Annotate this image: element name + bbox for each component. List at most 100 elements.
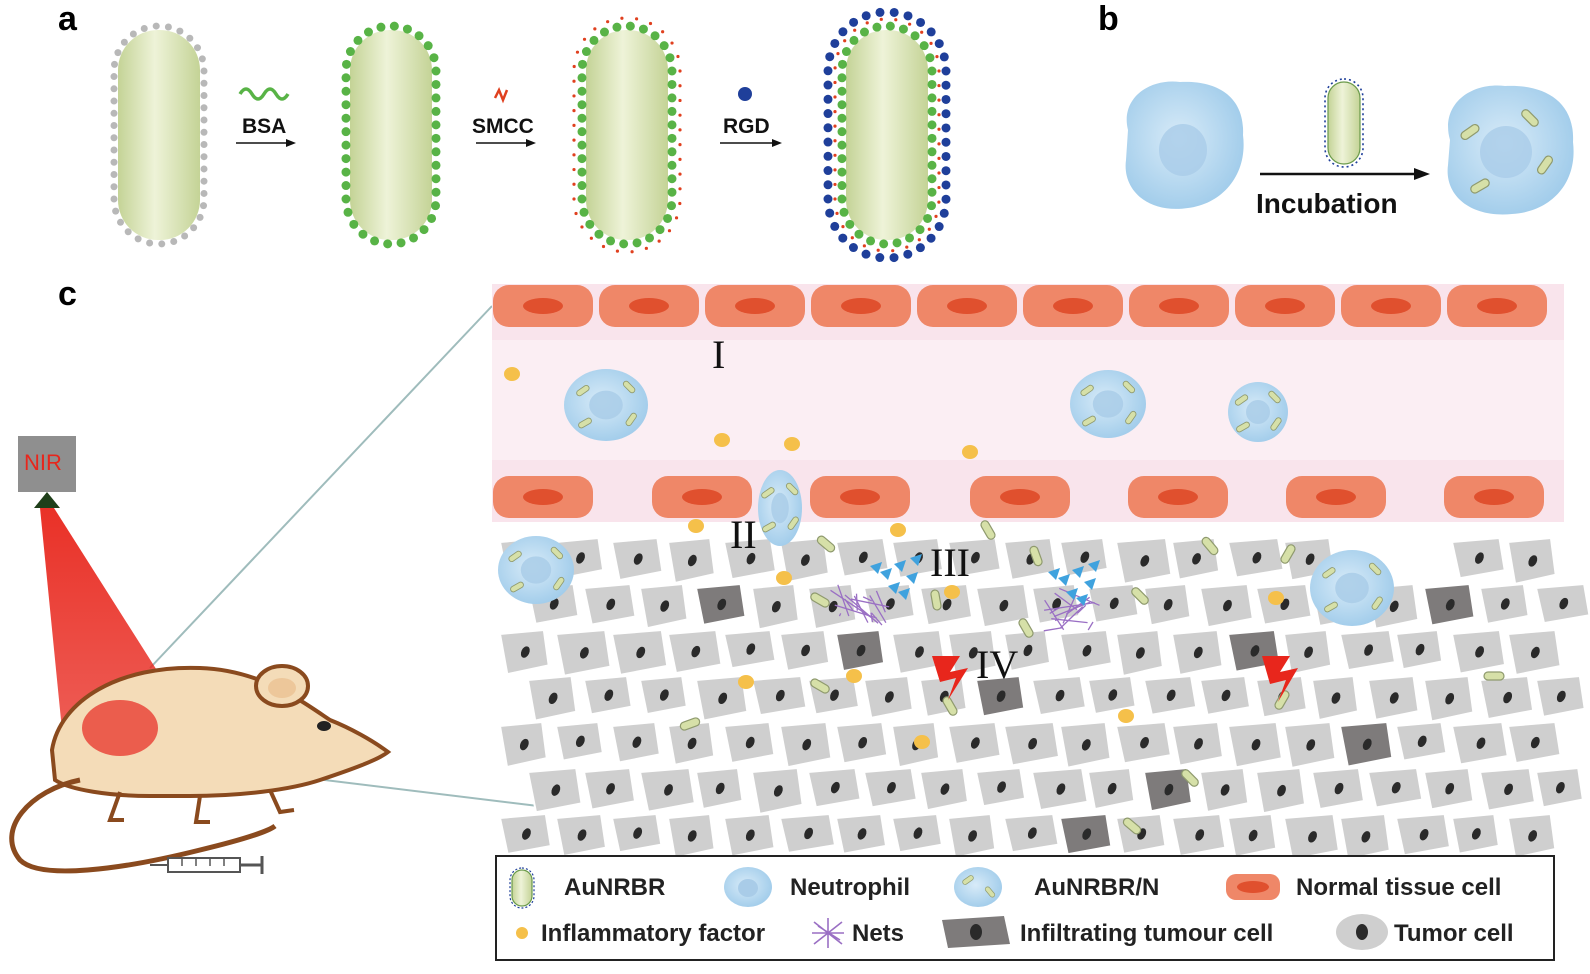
legend-icon-inflammatory-factor xyxy=(516,927,528,939)
bare-surface-dot xyxy=(200,140,208,148)
cell-nucleus xyxy=(1223,599,1232,612)
bsa-dot xyxy=(577,181,587,191)
bare-surface-dot xyxy=(164,23,172,31)
panel-c-letter: c xyxy=(58,275,77,313)
neutrophil-nucleus xyxy=(520,556,552,584)
cell-nucleus xyxy=(1528,555,1538,567)
smcc-linker xyxy=(580,225,584,229)
smcc-linker xyxy=(572,94,576,98)
cell-nucleus xyxy=(1053,298,1093,314)
smcc-linker xyxy=(894,18,898,22)
neutrophil-fragment xyxy=(1088,560,1100,572)
panel-a: a BSA SMCC RGD xyxy=(58,0,951,263)
rgd-dot xyxy=(941,123,951,133)
bare-surface-dot xyxy=(200,104,208,112)
cell-nucleus xyxy=(717,598,727,611)
bsa-dot xyxy=(837,127,847,137)
nets-fiber xyxy=(1062,595,1077,624)
legend-icon-aunrbr-n xyxy=(954,867,1002,907)
smcc-linker xyxy=(937,171,941,175)
smcc-linker xyxy=(657,239,661,243)
bare-surface-dot xyxy=(110,97,118,105)
bare-surface-dot xyxy=(193,44,201,52)
bare-surface-dot xyxy=(196,213,204,221)
bsa-dot xyxy=(837,167,847,177)
bsa-dot xyxy=(414,31,424,41)
bsa-dot xyxy=(925,53,935,63)
bsa-dot xyxy=(927,201,937,211)
neutrophil-fragment xyxy=(880,568,892,580)
cell-nucleus xyxy=(1331,692,1341,704)
smcc-linker xyxy=(678,187,682,191)
nets-fiber xyxy=(1058,587,1100,606)
cell-nucleus xyxy=(1556,690,1566,703)
tumor-irradiation-spot xyxy=(82,700,158,756)
bsa-dot xyxy=(341,194,351,204)
smcc-linker xyxy=(678,98,682,103)
bsa-dot xyxy=(665,53,675,63)
bare-surface-dot xyxy=(200,91,208,99)
bsa-dot xyxy=(667,79,677,89)
cell-nucleus xyxy=(520,646,530,658)
cell-nucleus xyxy=(940,783,950,795)
bsa-dot xyxy=(625,21,635,31)
cell-nucleus xyxy=(856,644,866,657)
stage-label-4: IV xyxy=(976,642,1018,687)
inflammatory-factor xyxy=(846,669,862,683)
smcc-linker xyxy=(678,201,682,206)
bare-surface-dot xyxy=(140,24,148,32)
lightning-icon xyxy=(932,656,1298,702)
cell-nucleus xyxy=(1305,553,1315,565)
bsa-dot xyxy=(667,106,677,116)
cell-nucleus xyxy=(1500,598,1510,610)
rgd-dot xyxy=(903,249,913,259)
bare-surface-dot xyxy=(110,134,118,142)
bsa-dot xyxy=(667,66,677,76)
smcc-linker xyxy=(937,83,941,88)
bare-surface-dot xyxy=(176,27,184,35)
smcc-linker xyxy=(850,236,854,240)
smcc-linker xyxy=(833,139,837,143)
inflammatory-factor xyxy=(962,445,978,459)
cell-nucleus xyxy=(1530,736,1540,749)
neutrophil-fragment xyxy=(894,560,906,572)
rgd-dot xyxy=(823,194,833,204)
cell-nucleus xyxy=(771,601,781,613)
bsa-dot xyxy=(579,207,589,217)
cell-nucleus xyxy=(1308,831,1317,843)
smcc-linker xyxy=(833,182,837,187)
cell-nucleus xyxy=(913,827,923,839)
smcc-linker xyxy=(937,156,941,161)
smcc-linker xyxy=(572,167,576,172)
neutrophil-before xyxy=(1125,81,1244,209)
smcc-linker xyxy=(835,211,839,215)
bsa-dot xyxy=(837,140,847,150)
neutrophil-fragment xyxy=(1084,578,1096,590)
bsa-dot xyxy=(859,27,869,37)
bsa-dot xyxy=(663,213,673,223)
normal-tissue-cells xyxy=(493,285,1547,518)
inflammatory-factor xyxy=(714,433,730,447)
rgd-dot xyxy=(823,166,833,176)
smcc-linker xyxy=(572,109,576,113)
bsa-dot xyxy=(854,229,864,239)
rgd-dot xyxy=(823,109,833,119)
rgd-dot xyxy=(823,80,833,90)
bsa-dot xyxy=(431,79,441,89)
nets-fiber xyxy=(1044,599,1065,631)
rgd-dot xyxy=(823,180,833,190)
rgd-dot xyxy=(889,253,899,263)
cell-nucleus xyxy=(1221,689,1231,702)
smcc-linker xyxy=(572,182,576,186)
cell-nucleus xyxy=(1109,597,1119,610)
bsa-dot xyxy=(915,225,925,235)
inflammatory-factor xyxy=(688,519,704,533)
cell-nucleus xyxy=(746,643,756,655)
rgd-dot xyxy=(830,221,840,231)
neutrophil-nucleus xyxy=(1335,572,1369,604)
cell-nucleus xyxy=(1251,738,1261,751)
smcc-linker xyxy=(620,16,624,20)
bsa-dot xyxy=(837,181,847,191)
nets-fiber xyxy=(1054,592,1078,611)
smcc-linker xyxy=(937,185,941,190)
